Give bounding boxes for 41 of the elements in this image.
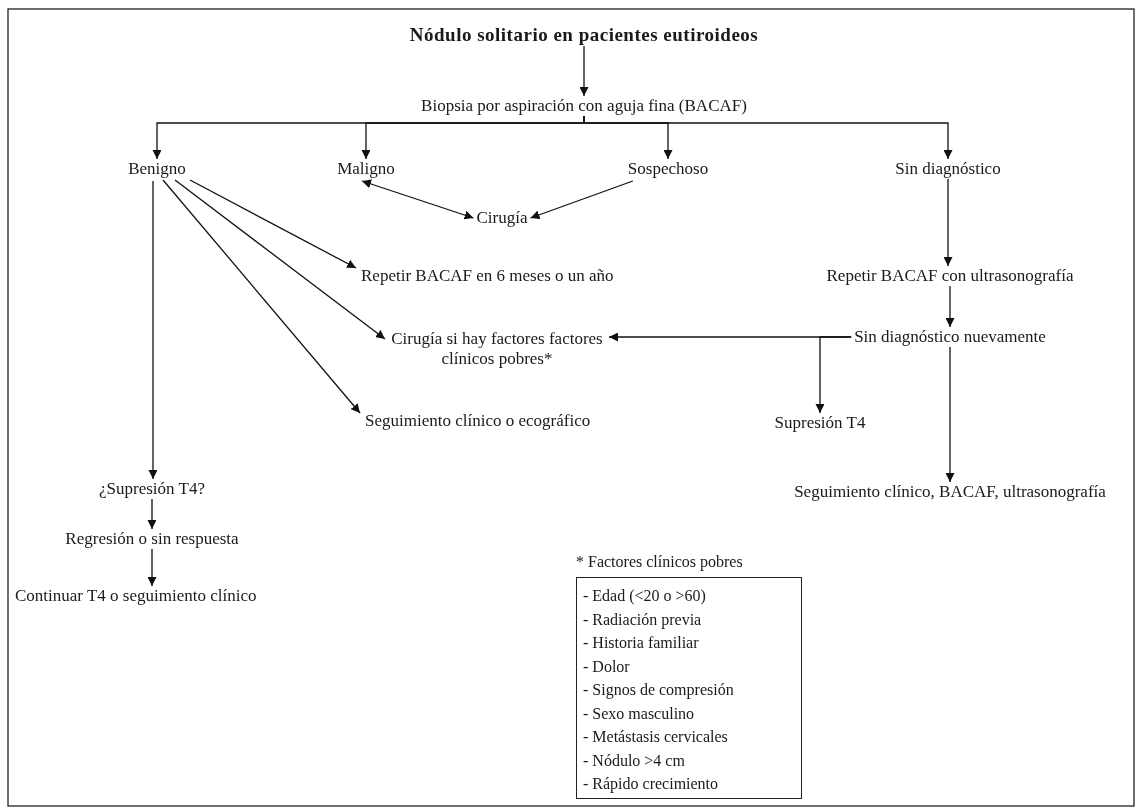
step-text: Regresión o sin respuesta <box>62 529 242 549</box>
step-text: Maligno <box>334 159 398 179</box>
arrow <box>174 179 386 340</box>
arrow <box>189 179 357 269</box>
step-text: Continuar T4 o seguimiento clínico <box>12 586 260 606</box>
step-text: Benigno <box>125 159 189 179</box>
arrow <box>945 346 955 483</box>
step-text: Seguimiento clínico, BACAF, ultrasonografía <box>791 482 1109 502</box>
step-text: Sin diagnóstico nuevamente <box>851 327 1049 347</box>
arrow <box>583 115 953 160</box>
step-text: Repetir BACAF con ultrasonografía <box>823 266 1077 286</box>
list-item: - Sexo masculino <box>583 703 695 724</box>
arrow <box>579 45 589 97</box>
step-text: Sospechoso <box>624 159 712 179</box>
arrow <box>943 178 953 267</box>
step-text: Cirugía si hay factores factores clínicos pobres* <box>383 329 611 369</box>
arrow <box>147 548 157 587</box>
list-item: - Dolor <box>583 656 630 677</box>
list-item: - Signos de compresión <box>583 680 734 701</box>
list-item: - Metástasis cervicales <box>583 727 728 747</box>
arrow <box>147 498 157 530</box>
step-text: ¿Supresión T4? <box>96 479 208 499</box>
arrow <box>148 180 158 480</box>
step-text: Biopsia por aspiración con aguja fina (BACAF) <box>418 96 750 116</box>
step-text: Supresión T4 <box>771 413 869 433</box>
step-text: Seguimiento clínico o ecográfico <box>362 411 594 431</box>
arrow <box>162 179 361 414</box>
arrow <box>529 180 634 220</box>
arrow <box>361 179 475 220</box>
list-item: - Historia familiar <box>583 633 699 653</box>
list-item: - Edad (<20 o >60) <box>583 586 706 607</box>
list-item: - Radiación previa <box>583 609 702 631</box>
arrow <box>945 285 955 328</box>
arrow <box>815 336 852 414</box>
footnote-heading: * Factores clínicos pobres <box>576 552 744 573</box>
flow-title: Nódulo solitario en pacientes eutiroideos <box>406 24 762 46</box>
step-text: Sin diagnóstico <box>892 159 1004 179</box>
step-text: Repetir BACAF en 6 meses o un año <box>358 266 617 286</box>
list-item: - Rápido crecimiento <box>583 774 719 795</box>
step-text: Cirugía <box>473 208 531 228</box>
list-item: - Nódulo >4 cm <box>583 750 685 771</box>
